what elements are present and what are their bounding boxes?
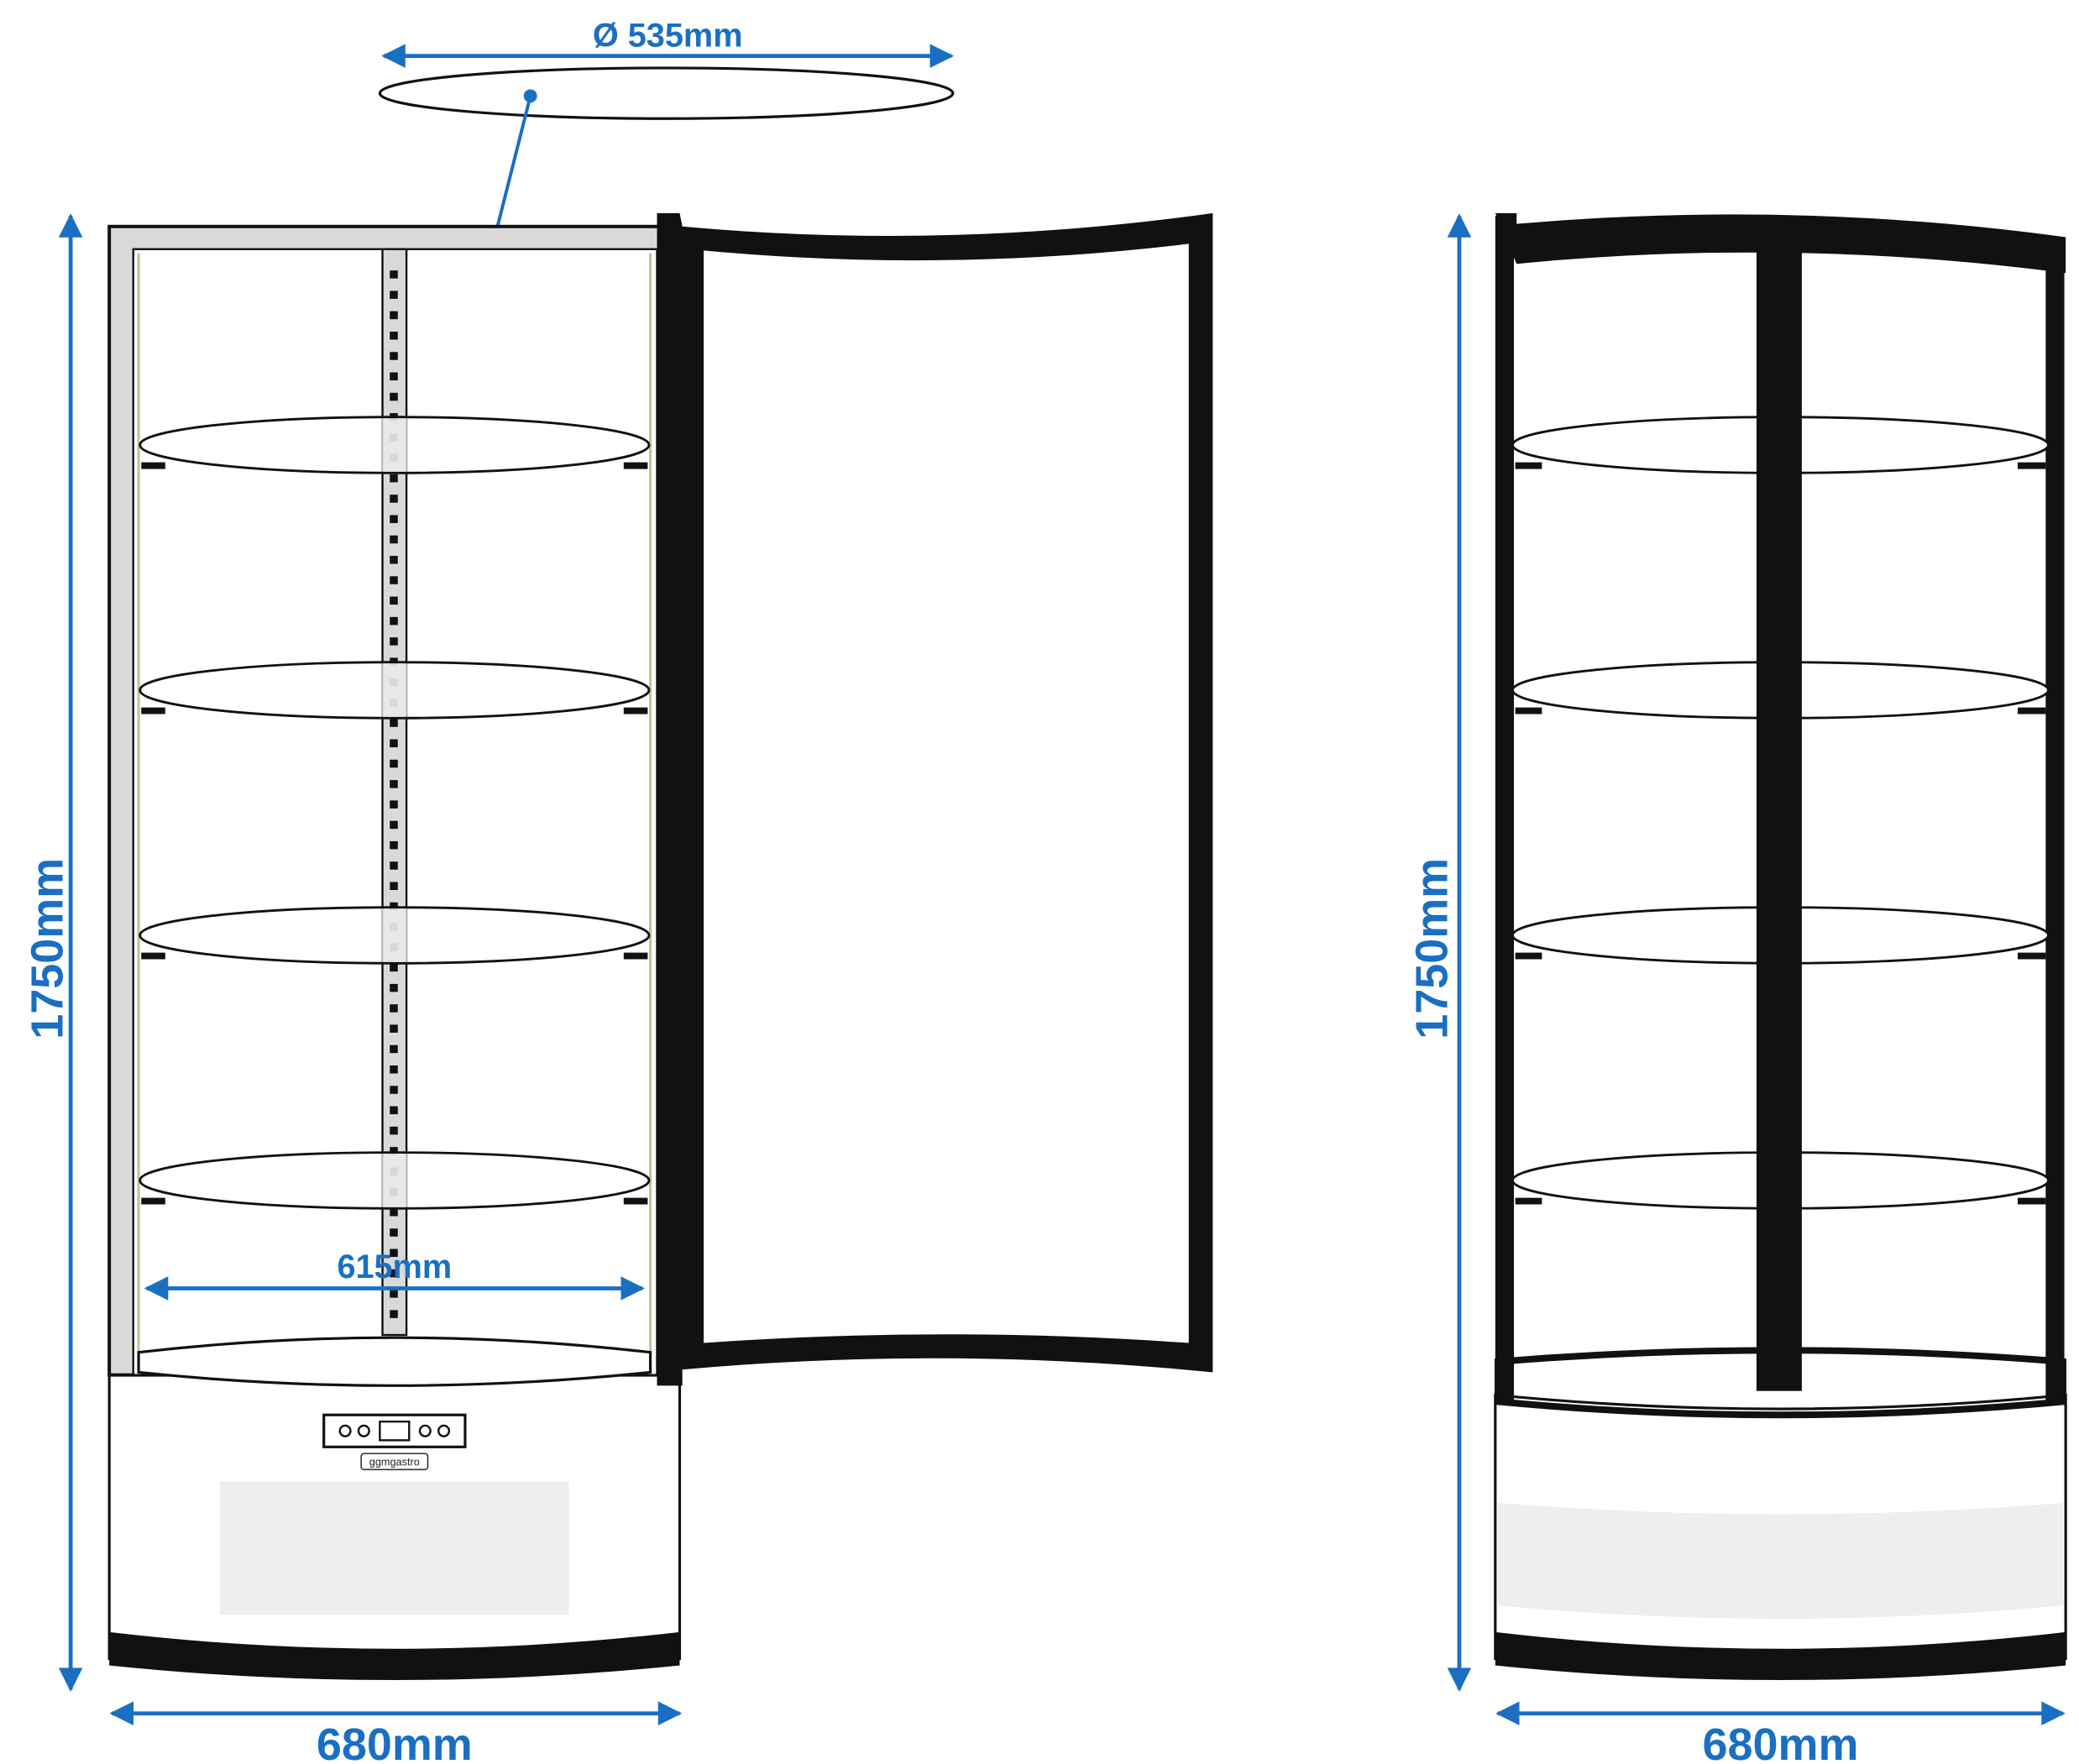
shelf-column-overlap <box>382 663 407 717</box>
shelf-bracket <box>2017 1197 2046 1205</box>
shelf-column-overlap <box>382 908 407 962</box>
front-base-bottom-band <box>109 1631 680 1681</box>
column-hole <box>390 1044 398 1054</box>
column-hole <box>390 1290 398 1298</box>
column-hole <box>390 495 398 503</box>
column-hole <box>390 739 398 748</box>
shelf-bracket <box>1515 462 1542 469</box>
control-panel <box>322 1413 467 1448</box>
column-hole <box>390 270 398 279</box>
column-hole <box>390 392 398 401</box>
front-bottom-rim <box>137 1336 652 1387</box>
column-hole <box>390 1269 398 1278</box>
shelf-column-overlap <box>382 418 407 472</box>
column-hole <box>390 1248 398 1258</box>
shelf-bracket <box>141 707 165 714</box>
shelf-bracket <box>141 1197 165 1205</box>
column-hole <box>390 1310 398 1318</box>
shelf-bracket <box>1515 1197 1542 1205</box>
shelf-diameter-detail: Ø 535mm <box>378 18 955 441</box>
shelf-bracket <box>623 707 648 714</box>
column-hole <box>390 861 398 870</box>
column-hole <box>390 474 398 483</box>
column-hole <box>390 616 398 626</box>
front-base-panel <box>219 1481 569 1615</box>
shelf-bracket <box>623 462 648 469</box>
shelf-bracket <box>141 462 165 469</box>
front-height-label: 1750mm <box>23 858 73 1039</box>
control-display <box>379 1420 411 1442</box>
shelf-diameter-label: Ø 535mm <box>593 18 743 55</box>
inner-width-label: 615mm <box>337 1248 452 1285</box>
column-hole <box>390 352 398 360</box>
door-glass <box>704 243 1189 1343</box>
brand-badge <box>360 1453 429 1471</box>
side-base-bottom-band <box>1495 1631 2066 1681</box>
column-hole <box>390 596 398 605</box>
column-hole <box>390 637 398 646</box>
brand-label: ggmgastro <box>369 1457 420 1468</box>
shelf-bracket <box>623 952 648 960</box>
column-hole <box>390 820 398 830</box>
column-hole <box>390 331 398 340</box>
column-hole <box>390 759 398 768</box>
column-hole <box>390 1126 398 1135</box>
column-hole <box>390 800 398 809</box>
column-hole <box>390 576 398 584</box>
column-hole <box>390 780 398 788</box>
column-hole <box>390 983 398 992</box>
column-hole <box>390 311 398 320</box>
shelf <box>139 906 651 965</box>
front-width-label: 680mm <box>317 1720 473 1764</box>
column-hole <box>390 1065 398 1074</box>
column-hole <box>390 1207 398 1217</box>
shelf <box>139 1151 651 1210</box>
column-hole <box>390 1106 398 1115</box>
shelf-bracket <box>1515 707 1542 714</box>
shelf <box>139 416 651 474</box>
open-door <box>657 212 1213 1386</box>
column-hole <box>390 1147 398 1155</box>
column-hole <box>390 840 398 850</box>
side-view: 1750mm 680mm <box>1407 212 2067 1764</box>
column-hole <box>390 963 398 972</box>
front-shelves <box>139 416 651 1210</box>
control-knob-icon <box>418 1424 432 1437</box>
column-hole <box>390 515 398 524</box>
shelf <box>139 661 651 720</box>
column-hole <box>390 291 398 299</box>
side-width-label: 680mm <box>1703 1720 1859 1764</box>
column-hole <box>390 1086 398 1094</box>
column-hole <box>390 535 398 544</box>
shelf-bracket <box>1515 952 1542 960</box>
shelf-bracket <box>2017 952 2046 960</box>
column-hole <box>390 1024 398 1033</box>
column-hole <box>390 1004 398 1013</box>
control-knob-icon <box>437 1424 451 1437</box>
side-base-panel <box>1497 1502 2063 1620</box>
column-hole <box>390 556 398 564</box>
shelf-bracket <box>623 1197 648 1205</box>
side-bottom-rim <box>1495 1347 2066 1419</box>
column-hole <box>390 1228 398 1237</box>
shelf-column-overlap <box>382 1154 407 1207</box>
side-height-label: 1750mm <box>1407 858 1458 1039</box>
side-center-mullion <box>1756 242 1802 1391</box>
control-knob-icon <box>357 1424 370 1437</box>
shelf-bracket <box>141 952 165 960</box>
shelf-disc-detail <box>378 66 955 120</box>
control-knob-icon <box>338 1424 352 1437</box>
column-hole <box>390 719 398 727</box>
shelf-bracket <box>2017 462 2046 469</box>
shelf-bracket <box>2017 707 2046 714</box>
front-view: ggmgastro 615mm 1750mm 680mm <box>23 212 1213 1764</box>
column-hole <box>390 372 398 381</box>
column-hole <box>390 882 398 891</box>
